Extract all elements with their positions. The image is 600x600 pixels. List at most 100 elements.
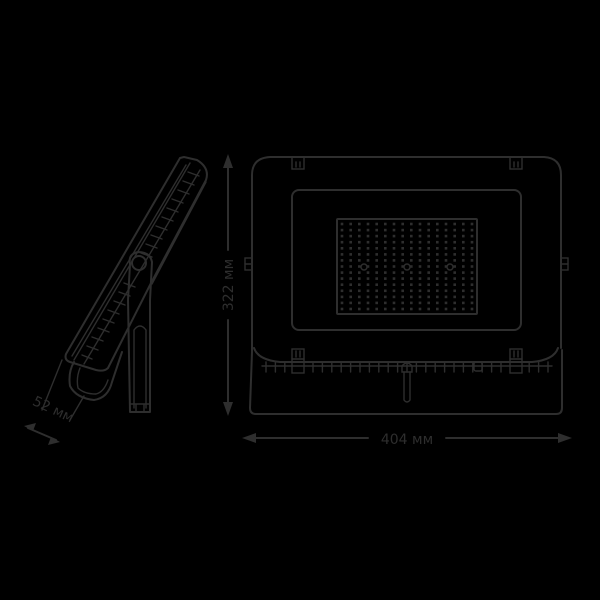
led-chip [375, 234, 378, 238]
led-chip [375, 295, 378, 299]
led-chip [436, 228, 439, 232]
led-chip [418, 253, 422, 256]
led-chip [401, 234, 404, 238]
led-chip [410, 228, 413, 232]
led-chip [427, 253, 430, 256]
led-chip [453, 240, 456, 244]
led-chip [384, 289, 387, 293]
screw-icon [403, 263, 411, 271]
led-chip [444, 307, 448, 311]
led-chip [366, 222, 370, 226]
led-chip [410, 289, 413, 293]
led-chip [453, 259, 456, 262]
led-chip [340, 234, 344, 238]
led-chip [375, 301, 378, 305]
led-chip [349, 247, 352, 250]
led-chip [436, 265, 439, 268]
led-chip [392, 289, 396, 293]
led-chip [375, 222, 378, 226]
led-chip [349, 277, 352, 280]
led-chip [375, 277, 378, 280]
led-chip [453, 295, 456, 299]
led-chip [392, 222, 396, 226]
led-chip [470, 253, 474, 256]
led-chip [340, 265, 344, 268]
led-chip [392, 240, 396, 244]
side-bracket-slot [133, 325, 147, 409]
led-chip [392, 295, 396, 299]
led-chip [470, 301, 474, 305]
led-chip [401, 295, 404, 299]
led-chip [462, 253, 465, 256]
led-chip [418, 289, 422, 293]
led-chip [462, 307, 465, 311]
side-bracket-base-lines [129, 403, 151, 413]
led-chip [392, 253, 396, 256]
led-chip [366, 289, 370, 293]
led-chip [384, 253, 387, 256]
led-chip [444, 234, 448, 238]
side-bracket [127, 251, 153, 413]
bottom-clip-right [509, 348, 523, 374]
led-chip [384, 234, 387, 238]
led-chip [392, 265, 396, 268]
led-chip [358, 301, 361, 305]
led-chip [392, 234, 396, 238]
bottom-clip-left [291, 348, 305, 374]
led-chip [366, 283, 370, 286]
led-chip [349, 295, 352, 299]
led-chip [375, 265, 378, 268]
led-chip [375, 259, 378, 262]
led-chip [392, 271, 396, 274]
top-clip-left [291, 156, 305, 170]
led-chip [436, 271, 439, 274]
led-chip [384, 265, 387, 268]
side-tab-left [244, 257, 253, 271]
led-chip [340, 277, 344, 280]
led-chip [375, 247, 378, 250]
led-chip [401, 259, 404, 262]
led-chip [401, 301, 404, 305]
led-chip [418, 295, 422, 299]
led-chip [340, 240, 344, 244]
led-chip [453, 253, 456, 256]
led-chip [418, 283, 422, 286]
led-chip [375, 283, 378, 286]
side-tab-right [560, 257, 569, 271]
led-chip [462, 259, 465, 262]
led-chip [340, 228, 344, 232]
led-chip [401, 283, 404, 286]
led-chip [384, 222, 387, 226]
led-chip [410, 259, 413, 262]
led-chip [462, 295, 465, 299]
led-chip [384, 277, 387, 280]
led-chip [427, 271, 430, 274]
led-chip [401, 247, 404, 250]
led-chip [470, 259, 474, 262]
back-connector [473, 361, 483, 372]
led-chip [462, 271, 465, 274]
led-chip [375, 271, 378, 274]
led-chip [470, 289, 474, 293]
led-chip [453, 289, 456, 293]
led-chip [375, 240, 378, 244]
side-cable-loop [68, 351, 123, 401]
led-chip [418, 222, 422, 226]
led-chip [444, 295, 448, 299]
led-chip [340, 247, 344, 250]
led-chip [375, 228, 378, 232]
width-dimension: 404 мм [242, 432, 572, 448]
led-chip [470, 271, 474, 274]
led-chip [453, 307, 456, 311]
led-chip [410, 265, 413, 268]
width-arrowhead-right [558, 433, 572, 443]
led-chip [444, 253, 448, 256]
led-chip [436, 277, 439, 280]
led-chip [470, 228, 474, 232]
led-chip [349, 283, 352, 286]
depth-dimension: 52 мм [24, 394, 76, 445]
led-chip [358, 265, 361, 268]
led-chip [410, 295, 413, 299]
led-chip [366, 247, 370, 250]
